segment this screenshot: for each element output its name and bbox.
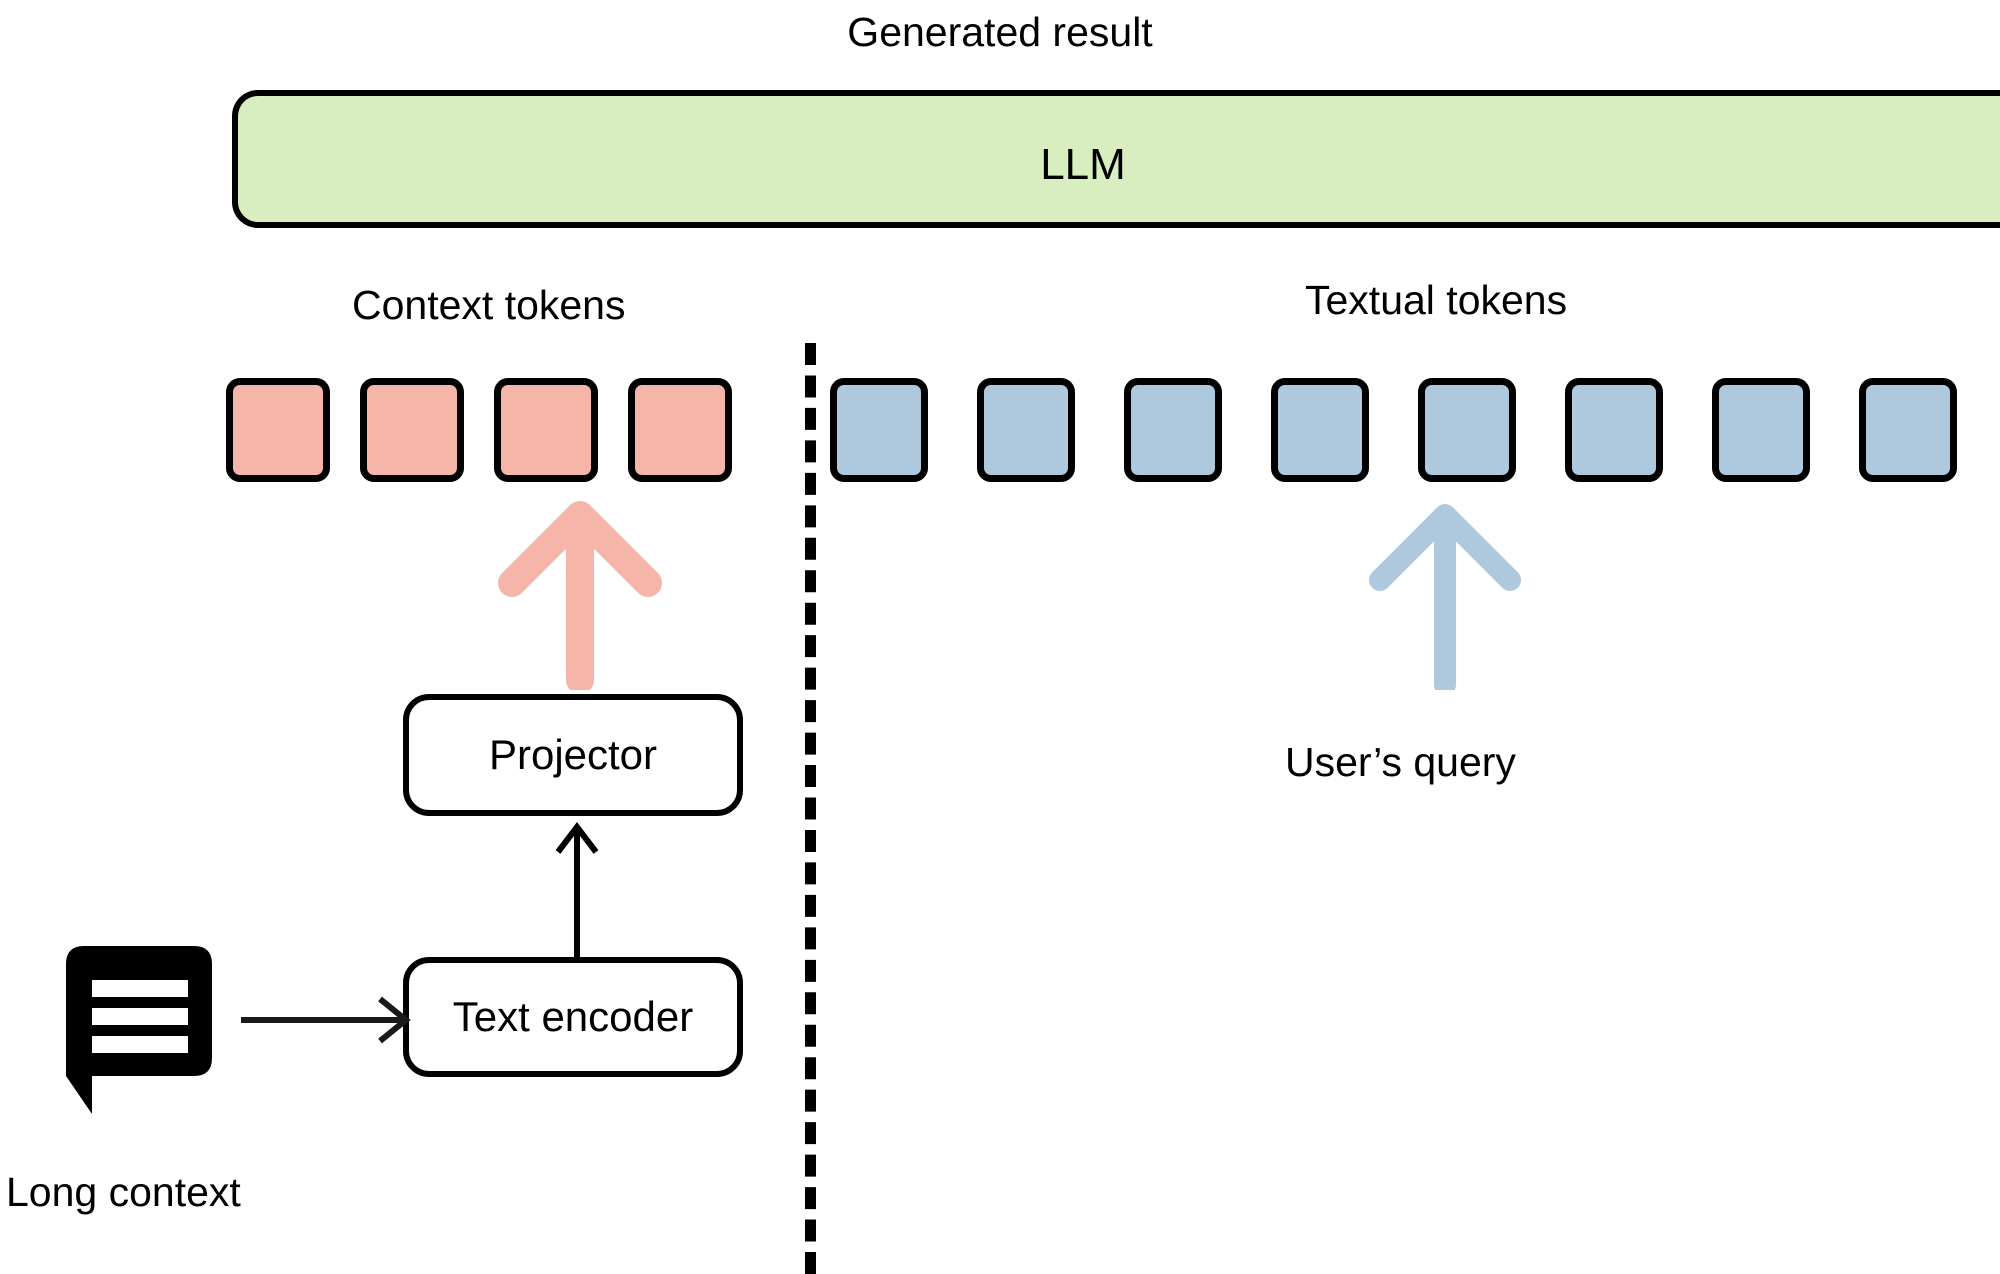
page-title: Generated result — [847, 9, 1153, 55]
context-tokens-label: Context tokens — [352, 282, 626, 328]
projector-node: Projector — [403, 694, 743, 816]
textual-token — [977, 378, 1075, 482]
encoder-to-projector-arrow-icon — [555, 822, 599, 963]
context-token — [494, 378, 598, 482]
text-encoder-node: Text encoder — [403, 957, 743, 1077]
context-token — [226, 378, 330, 482]
textual-tokens-label: Textual tokens — [1305, 277, 1568, 323]
context-token — [360, 378, 464, 482]
textual-token — [1565, 378, 1663, 482]
speech-bubble-lines-icon — [66, 946, 212, 1114]
users-query-label: User’s query — [1285, 739, 1516, 785]
context-token — [628, 378, 732, 482]
textual-token — [1271, 378, 1369, 482]
textual-token — [1859, 378, 1957, 482]
llm-block-label: LLM — [1040, 140, 1126, 189]
textual-arrow-up-icon — [1369, 504, 1521, 690]
dashed-vertical-divider — [805, 343, 816, 1274]
textual-token — [1418, 378, 1516, 482]
bubble-to-encoder-arrow-icon — [241, 996, 411, 1044]
llm-block: LLM — [232, 90, 2000, 228]
textual-token — [830, 378, 928, 482]
textual-token — [1124, 378, 1222, 482]
textual-token — [1712, 378, 1810, 482]
text-encoder-node-label: Text encoder — [452, 993, 694, 1040]
context-arrow-up-icon — [498, 501, 662, 690]
long-context-label: Long context — [6, 1169, 241, 1215]
projector-node-label: Projector — [488, 731, 658, 778]
